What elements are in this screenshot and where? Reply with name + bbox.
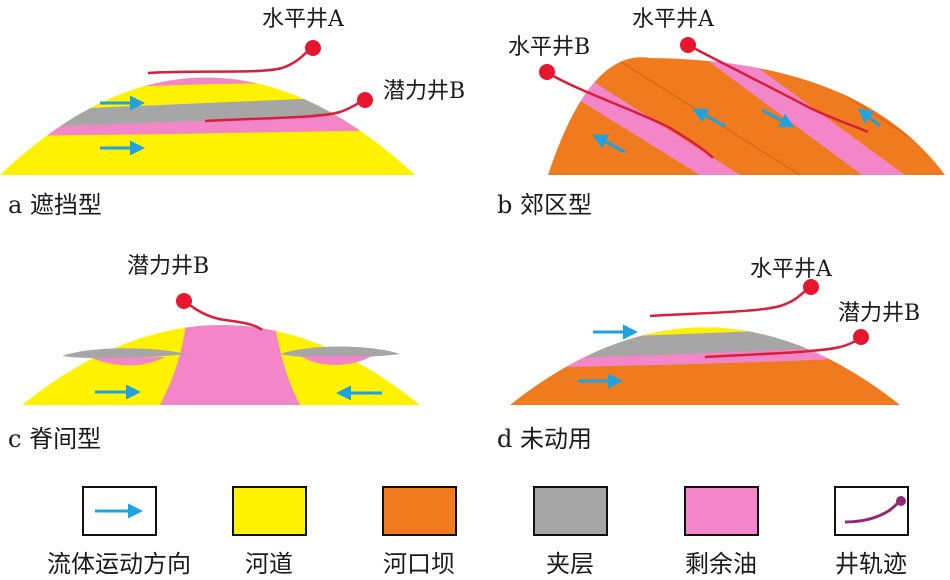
legend-item-interlayer: 夹层 (533, 486, 608, 578)
well-head-icon (803, 279, 819, 295)
remaining-oil-zone (300, 356, 372, 365)
legend-item-remaining-oil: 剩余油 (684, 486, 759, 578)
well-track-b (204, 98, 365, 123)
panel-a: 水平井A 潜力井B a 遮挡型 (0, 7, 465, 219)
well-head-icon (539, 64, 555, 80)
panel-c-caption: c 脊间型 (8, 425, 101, 453)
legend-label: 井轨迹 (835, 550, 907, 578)
interlayer (62, 348, 187, 359)
flow-arrow-icon (857, 108, 881, 128)
interlayer (280, 346, 400, 358)
well-head-icon (896, 496, 906, 506)
well-head-icon (357, 92, 373, 108)
flow-arrow-icon (761, 108, 795, 128)
legend-label: 河口坝 (383, 550, 455, 578)
well-track-a (147, 46, 313, 75)
remaining-oil-zone (160, 325, 300, 405)
remaining-oil-zone (0, 77, 415, 95)
well-track-a (649, 285, 811, 318)
well-head-icon (853, 329, 869, 345)
well-head-icon (305, 40, 321, 56)
legend-item-mouth-bar: 河口坝 (382, 486, 457, 578)
well-track-b (547, 71, 714, 159)
panel-a-caption: a 遮挡型 (8, 191, 102, 219)
channel-swatch-icon (232, 486, 307, 536)
legend-label: 流体运动方向 (47, 550, 191, 578)
panel-b: 水平井B 水平井A b 郊区型 (497, 7, 945, 219)
flow-arrow-icon (692, 108, 726, 128)
remaining-oil-swatch-icon (684, 486, 759, 536)
well-label-potential-b: 潜力井B (127, 254, 209, 279)
well-label-potential-b: 潜力井B (838, 301, 920, 326)
well-head-icon (176, 293, 192, 309)
well-label-horizontal-a: 水平井A (632, 7, 715, 32)
well-track-a (687, 43, 869, 134)
mouth-bar-swatch-icon (382, 486, 457, 536)
panel-d: 水平井A 潜力井B d 未动用 (497, 257, 920, 453)
legend-item-well-track: 井轨迹 (834, 486, 909, 578)
remaining-oil-zone (92, 357, 165, 366)
panel-b-caption: b 郊区型 (497, 191, 592, 219)
legend-item-flow-direction: 流体运动方向 (47, 486, 191, 578)
interlayer-swatch-icon (533, 486, 608, 536)
panel-c: 潜力井B c 脊间型 (8, 254, 420, 453)
legend-label: 河道 (245, 550, 293, 578)
well-track-b (185, 301, 263, 332)
panel-d-caption: d 未动用 (497, 425, 592, 453)
legend-item-channel: 河道 (232, 486, 307, 578)
well-label-horizontal-a: 水平井A (262, 7, 345, 32)
remaining-oil-zone (0, 113, 415, 136)
legend: 流体运动方向 河道 河口坝 夹层 剩余油 井轨迹 (47, 486, 909, 578)
well-head-icon (680, 37, 696, 53)
legend-label: 剩余油 (685, 550, 757, 578)
channel-body (0, 77, 415, 175)
well-track-swatch (834, 486, 909, 536)
well-label-horizontal-b: 水平井B (508, 35, 590, 60)
remaining-oil-zone (680, 57, 905, 175)
well-label-horizontal-a: 水平井A (750, 257, 833, 282)
flow-arrow-icon (592, 134, 626, 154)
legend-label: 夹层 (546, 550, 594, 578)
well-label-potential-b: 潜力井B (383, 79, 465, 104)
